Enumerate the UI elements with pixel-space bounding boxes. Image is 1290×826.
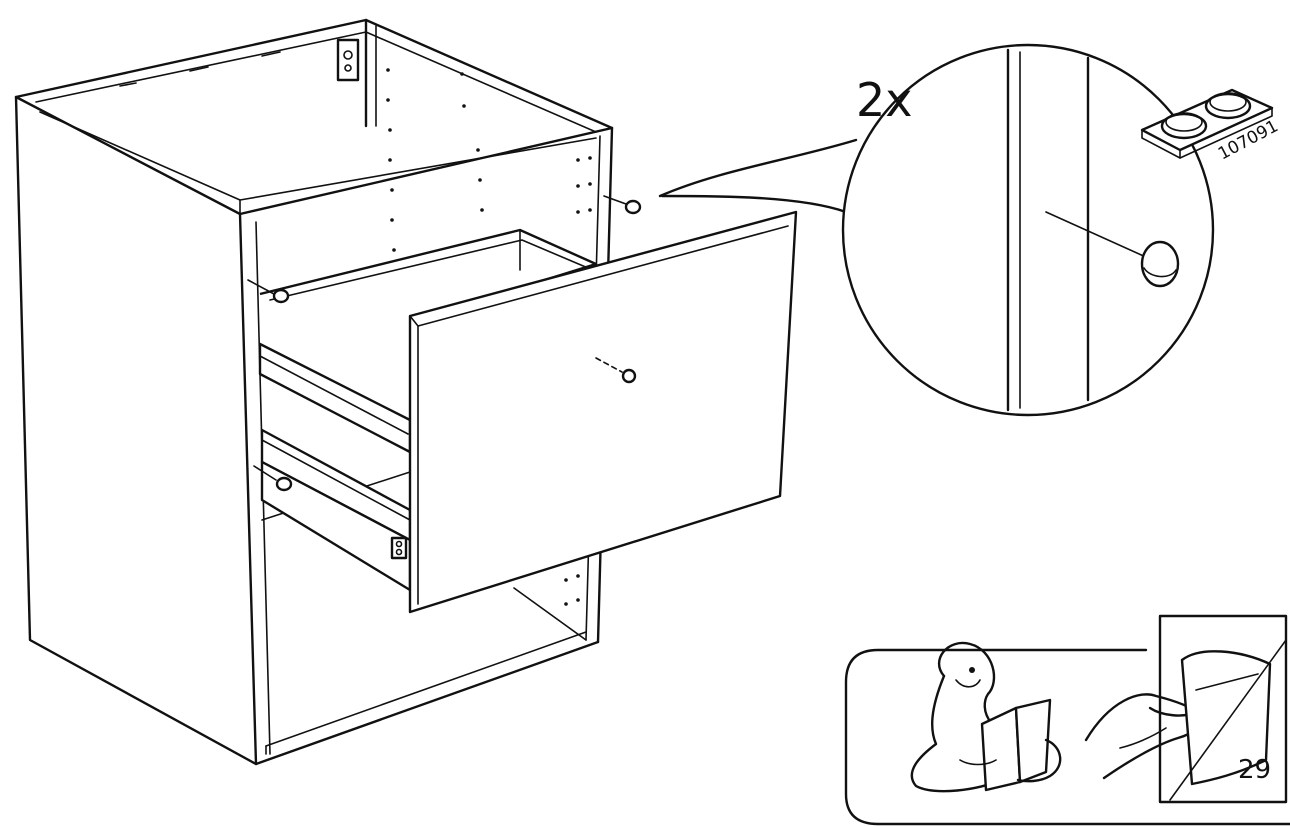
magnifier-circle: [841, 43, 1215, 417]
magnified-bumper-detail: [658, 43, 1215, 417]
footer-box: [844, 648, 1290, 826]
drawer-body: [258, 228, 598, 592]
back-bracket: [336, 38, 360, 82]
top-rail-notches: [119, 51, 281, 87]
drawer-lock-clip: [390, 536, 408, 560]
cabinet-drawer-illustration: [14, 18, 798, 766]
magnified-bumper: [1140, 240, 1180, 288]
callout-pointer-bottom: [660, 194, 848, 214]
bumper-pad-sheet-icon: [1140, 88, 1274, 159]
turning-page: [1180, 650, 1272, 786]
bumper-marker-bottom: [253, 465, 293, 492]
bumper-marker-top: [247, 279, 290, 304]
callout-pointer-top: [658, 138, 858, 198]
page-frame: [1158, 614, 1288, 804]
person-reading-manual-icon: [910, 641, 1062, 793]
quantity-label: 2x: [856, 73, 913, 127]
bumper-marker-right: [603, 195, 642, 215]
cabinet-left-side: [14, 95, 258, 766]
cabinet-top-frame: [14, 18, 614, 216]
shelf-pin-holes: [386, 68, 592, 606]
page-number: 29: [1238, 755, 1271, 785]
hand-turning-page-icon: [1084, 614, 1288, 804]
drawer-upper-runner: [258, 342, 412, 454]
drawer-front: [408, 210, 798, 614]
